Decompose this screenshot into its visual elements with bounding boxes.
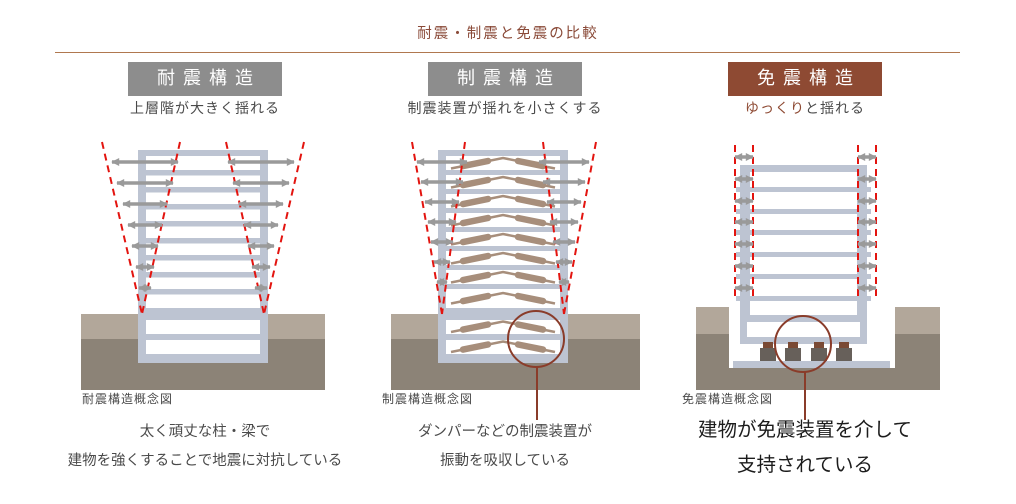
- damper-highlight: [507, 310, 565, 420]
- menshin-description-line1: 建物が免震装置を介して: [698, 418, 912, 441]
- page-title: 耐震・制震と免震の比較: [417, 26, 599, 42]
- seishin-subtitle: 制震装置が揺れを小さくする: [407, 101, 603, 117]
- taishin-description-line2: 建物を強くすることで地震に対抗している: [67, 453, 343, 469]
- sway-arrows: [734, 153, 877, 292]
- seishin-header-badge: 制震構造: [428, 62, 582, 96]
- seishin-figure-caption: 制震構造概念図: [382, 392, 474, 406]
- taishin-header-badge: 耐震構造: [128, 62, 282, 96]
- column-menshin: 免震構造 ゆっくりと揺れる: [655, 0, 955, 504]
- column-taishin: 耐震構造 上層階が大きく揺れる: [55, 0, 355, 504]
- seishin-diagram: [391, 141, 640, 420]
- seishin-description-line1: ダンパーなどの制震装置が: [418, 424, 592, 440]
- menshin-subtitle: ゆっくりと揺れる: [655, 98, 955, 118]
- taishin-diagram: [81, 141, 325, 390]
- seishin-figure: 制震構造概念図: [355, 132, 655, 422]
- menshin-diagram: [696, 145, 940, 420]
- taishin-figure-caption: 耐震構造概念図: [82, 392, 174, 406]
- building-frame: [736, 165, 871, 344]
- column-seishin: 制震構造 制震装置が揺れを小さくする: [355, 0, 655, 504]
- taishin-description: 太く頑丈な柱・梁で 建物を強くすることで地震に対抗している: [55, 418, 355, 476]
- building-frame: [438, 150, 568, 363]
- taishin-description-line1: 太く頑丈な柱・梁で: [139, 424, 271, 440]
- menshin-header-badge: 免震構造: [728, 62, 882, 96]
- menshin-subtitle-rest: と揺れる: [805, 101, 865, 117]
- sway-arrows: [111, 158, 295, 292]
- base-plate: [733, 361, 890, 368]
- menshin-description-line2: 支持されている: [737, 453, 873, 477]
- taishin-subtitle: 上層階が大きく揺れる: [130, 101, 280, 117]
- seishin-description: ダンパーなどの制震装置が 振動を吸収している: [355, 418, 655, 476]
- highlight-circle: [774, 315, 832, 373]
- bearing-highlight: [774, 315, 832, 420]
- menshin-figure-caption: 免震構造概念図: [682, 392, 774, 406]
- menshin-figure: 免震構造概念図: [655, 132, 955, 422]
- menshin-subtitle-accent: ゆっくり: [745, 101, 805, 117]
- isolation-bearings: [760, 342, 852, 361]
- title-divider: [55, 52, 960, 53]
- seishin-description-line2: 振動を吸収している: [439, 453, 571, 469]
- taishin-figure: 耐震構造概念図: [55, 132, 355, 422]
- sway-arrows: [416, 158, 590, 286]
- menshin-description: 建物が免震装置を介して 支持されている: [655, 412, 955, 482]
